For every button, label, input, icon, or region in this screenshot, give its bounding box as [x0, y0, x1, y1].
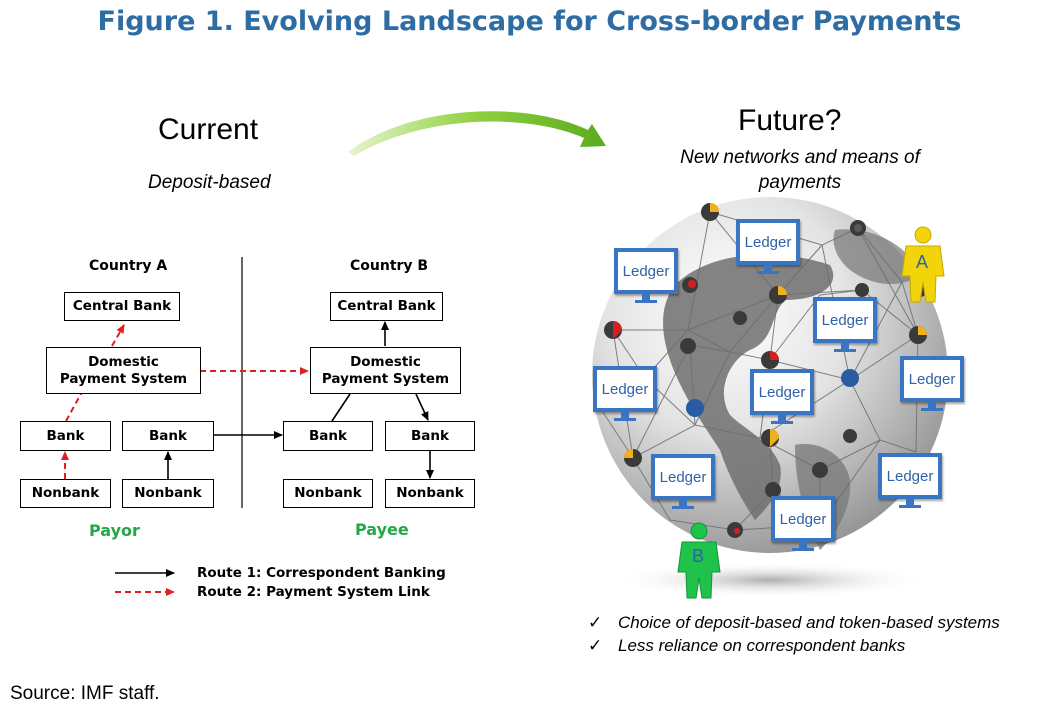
countryB-central-bank: Central Bank [330, 292, 443, 321]
countryA-label: Country A [89, 258, 168, 274]
legend-route1-text: Route 1: Correspondent Banking [197, 565, 446, 581]
payor-label: Payor [89, 521, 140, 540]
ledger-stand-7 [679, 500, 687, 506]
ledger-screen-7: Ledger [651, 454, 715, 500]
current-subtitle: Deposit-based [148, 172, 271, 193]
countryB-bank-right: Bank [385, 421, 475, 451]
continent-north [833, 229, 920, 285]
check-icon: ✓ [588, 613, 603, 632]
ledger-base-7 [672, 506, 694, 509]
ledger-monitor-4: Ledger [593, 366, 657, 421]
ledger-screen-1: Ledger [736, 219, 800, 265]
ledger-monitor-8: Ledger [878, 453, 942, 508]
future-subtitle: New networks and means of payments [640, 145, 960, 195]
ledger-monitor-1: Ledger [736, 219, 800, 274]
ledger-stand-4 [621, 412, 629, 418]
network-nodes [604, 203, 927, 538]
countryB-label: Country B [350, 258, 429, 274]
ledger-screen-2: Ledger [614, 248, 678, 294]
route2-domestic-to-central [111, 324, 125, 347]
countryA-bank-left: Bank [20, 421, 111, 451]
countryB-domestic-to-bank [415, 393, 429, 421]
ledger-screen-3: Ledger [813, 297, 877, 343]
future-subtitle-line2: payments [758, 172, 842, 193]
legend-route2-text: Route 2: Payment System Link [197, 584, 430, 600]
bullet-text-2: Less reliance on correspondent banks [618, 636, 906, 655]
ledger-monitor-5: Ledger [750, 369, 814, 424]
ledger-base-4 [614, 418, 636, 421]
person-b-figure [677, 522, 721, 599]
ledger-stand-3 [841, 343, 849, 349]
countryA-central-bank: Central Bank [64, 292, 180, 321]
countryB-domestic-line2: Payment System [321, 370, 450, 387]
countryA-bank-right: Bank [122, 421, 214, 451]
future-heading: Future? [738, 104, 842, 137]
countryA-nonbank-left: Nonbank [20, 479, 111, 508]
globe-shadow [610, 562, 930, 598]
future-subtitle-line1: New networks and means of [680, 147, 920, 168]
countryB-bank-to-domestic [331, 393, 351, 422]
countryB-domestic-line1: Domestic [350, 353, 421, 370]
ledger-monitor-6: Ledger [900, 356, 964, 411]
ledger-stand-2 [642, 294, 650, 300]
countryA-domestic-line1: Domestic [88, 353, 159, 370]
ledger-stand-6 [928, 402, 936, 408]
ledger-screen-4: Ledger [593, 366, 657, 412]
ledger-screen-8: Ledger [878, 453, 942, 499]
source-note: Source: IMF staff. [10, 683, 160, 704]
ledger-base-8 [899, 505, 921, 508]
transition-arrow [348, 111, 606, 156]
countryB-nonbank-right: Nonbank [385, 479, 475, 508]
countryB-bank-left: Bank [283, 421, 373, 451]
countryB-nonbank-left: Nonbank [283, 479, 373, 508]
transition-arrow-shape [348, 111, 606, 156]
ledger-monitor-7: Ledger [651, 454, 715, 509]
countryA-domestic-line2: Payment System [59, 370, 188, 387]
ledger-monitor-3: Ledger [813, 297, 877, 352]
bullet-item-2: ✓ Less reliance on correspondent banks [588, 636, 905, 656]
ledger-base-6 [921, 408, 943, 411]
ledger-base-1 [757, 271, 779, 274]
ledger-base-5 [771, 421, 793, 424]
ledger-screen-9: Ledger [771, 496, 835, 542]
current-heading: Current [158, 113, 259, 146]
ledger-stand-5 [778, 415, 786, 421]
ledger-screen-5: Ledger [750, 369, 814, 415]
ledger-monitor-2: Ledger [614, 248, 678, 303]
bullet-text-1: Choice of deposit-based and token-based … [618, 613, 1000, 632]
continent-americas [663, 254, 834, 520]
ledger-stand-1 [764, 265, 772, 271]
ledger-stand-9 [799, 542, 807, 548]
check-icon: ✓ [588, 636, 603, 655]
ledger-base-2 [635, 300, 657, 303]
payee-label: Payee [355, 520, 409, 539]
countryB-domestic-payment-system: Domestic Payment System [310, 347, 461, 394]
ledger-base-3 [834, 349, 856, 352]
person-a-label: A [916, 252, 929, 272]
person-b-label: B [692, 546, 705, 566]
figure-title: Figure 1. Evolving Landscape for Cross-b… [97, 6, 962, 37]
ledger-base-9 [792, 548, 814, 551]
ledger-monitor-9: Ledger [771, 496, 835, 551]
countryA-domestic-payment-system: Domestic Payment System [46, 347, 201, 394]
ledger-stand-8 [906, 499, 914, 505]
person-a-figure [901, 226, 945, 303]
bullet-item-1: ✓ Choice of deposit-based and token-based… [588, 613, 1000, 633]
ledger-screen-6: Ledger [900, 356, 964, 402]
countryA-nonbank-right: Nonbank [122, 479, 214, 508]
